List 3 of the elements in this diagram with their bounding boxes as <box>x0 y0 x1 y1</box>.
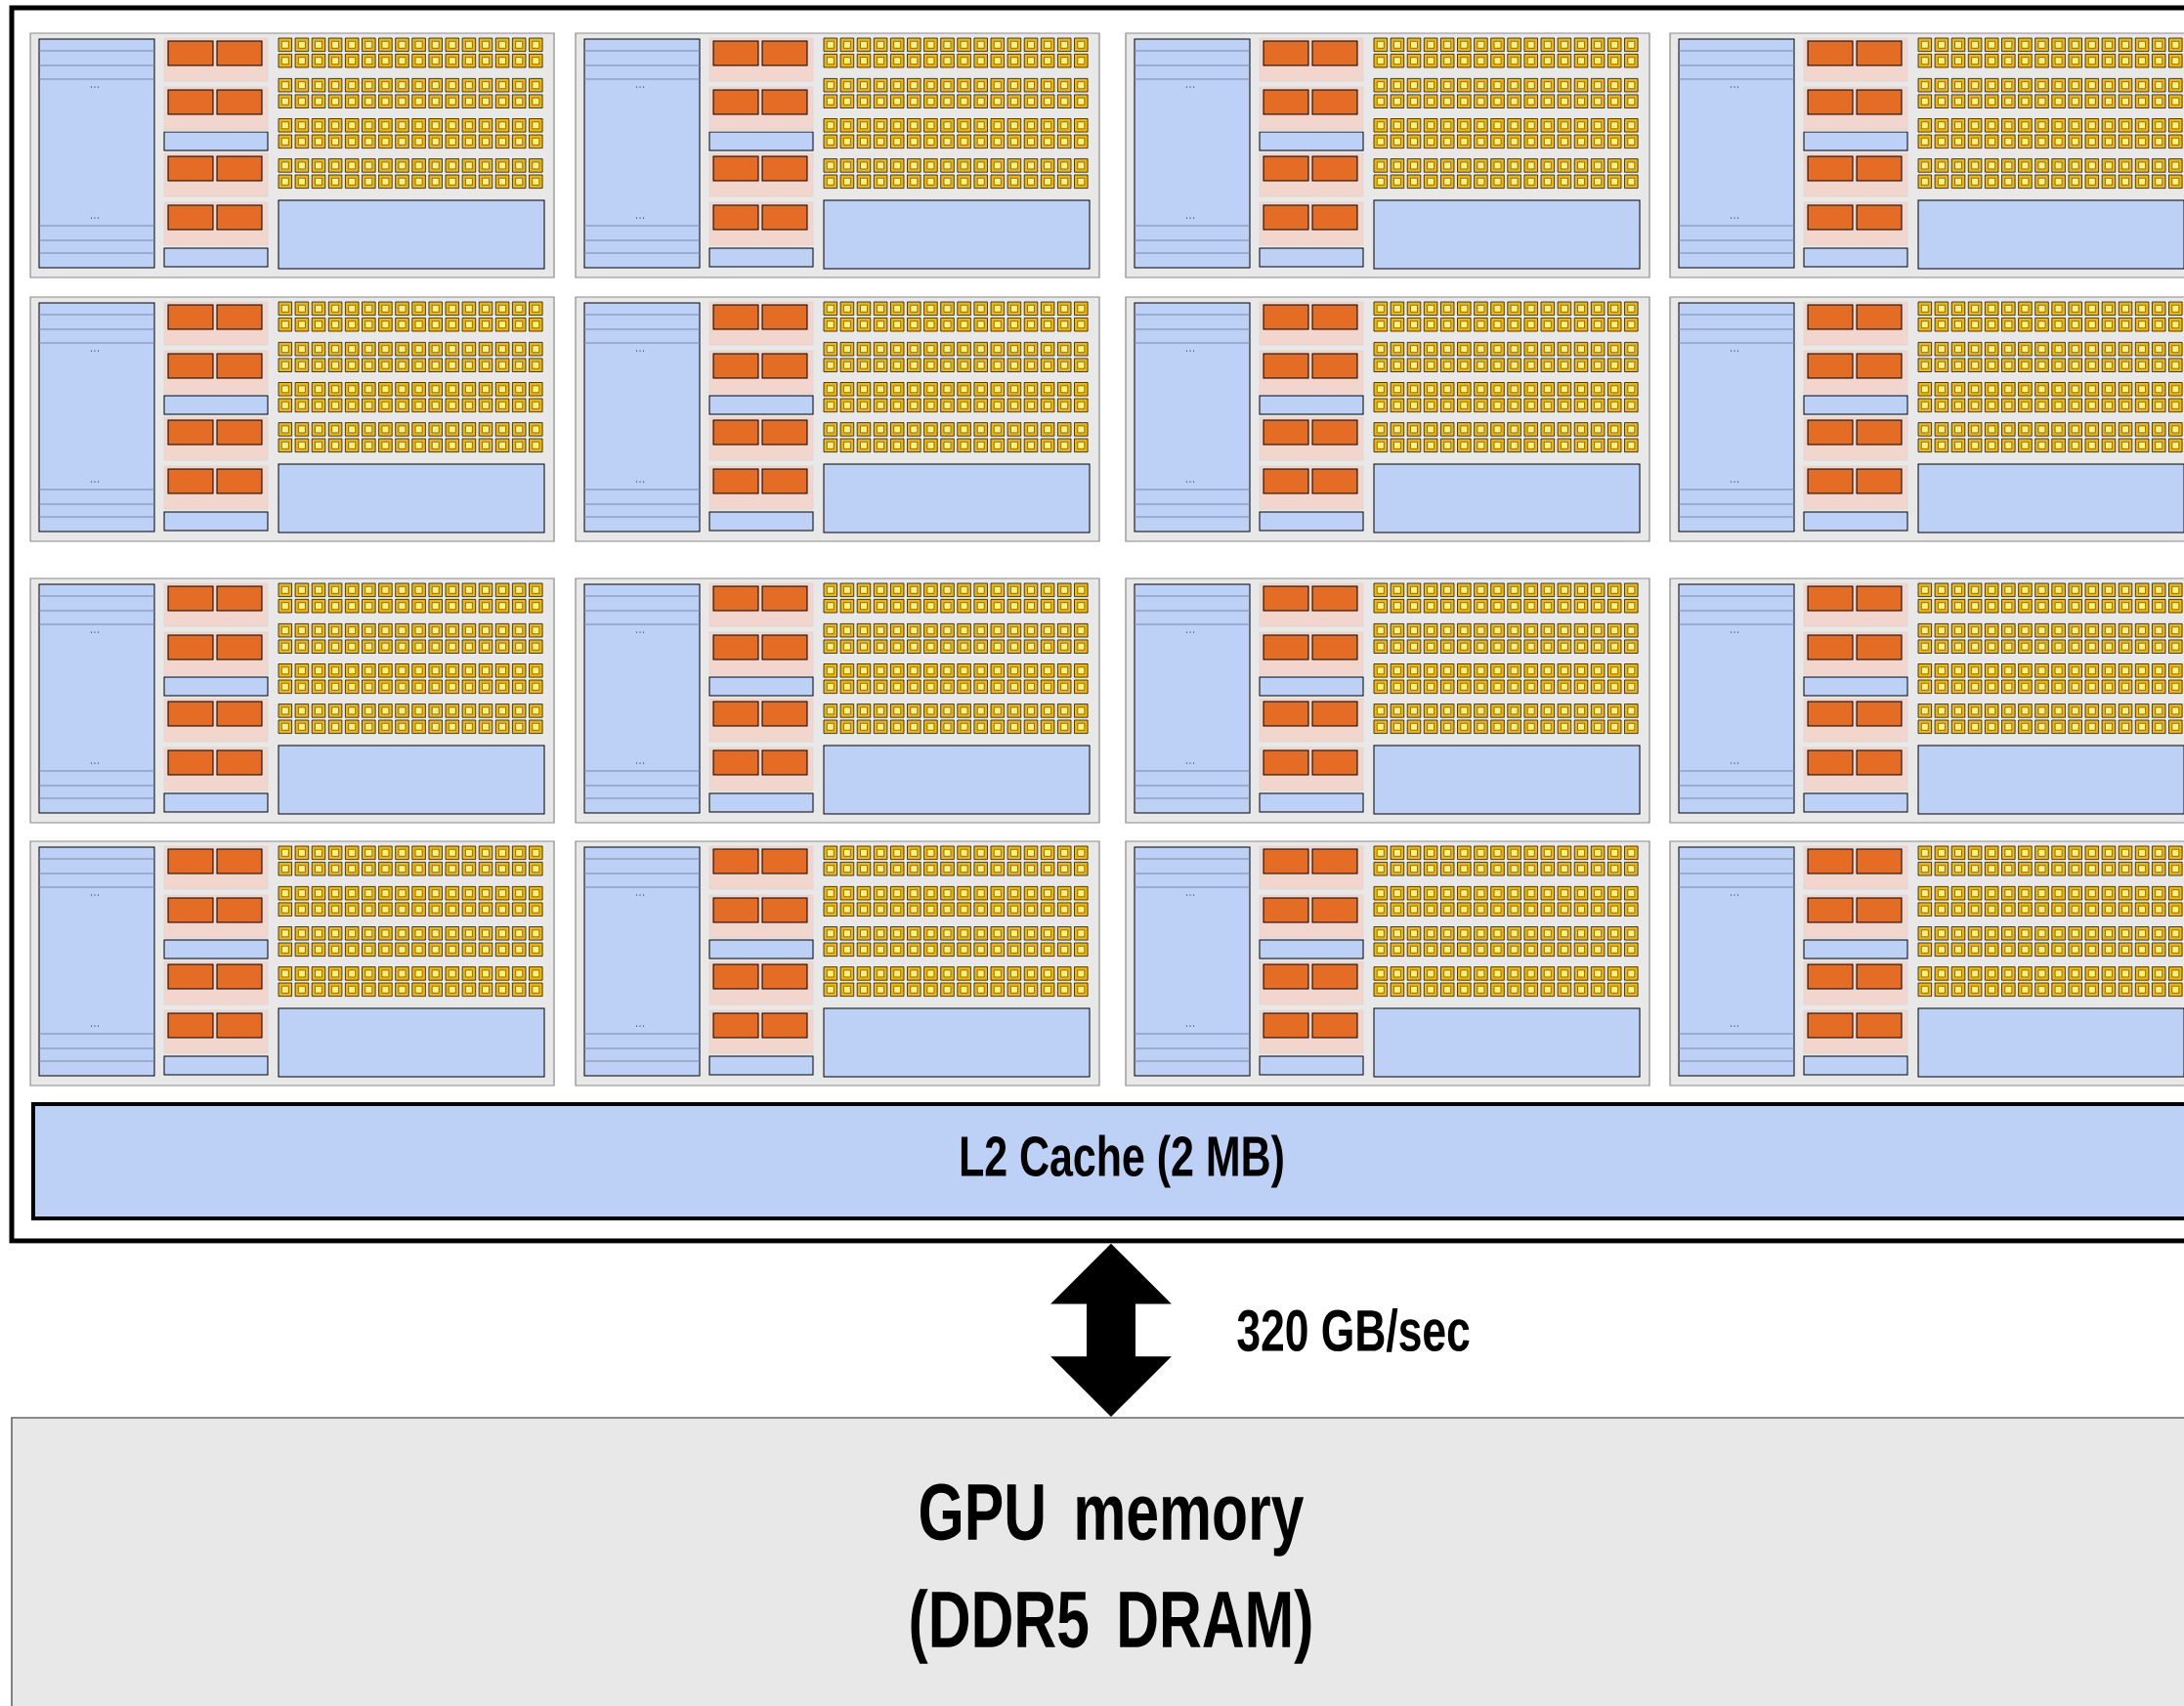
memory-box: GPU memory (DDR5 DRAM) <box>11 1417 2184 1706</box>
cache-bar: L2 Cache (2 MB) <box>31 1102 2184 1220</box>
edge-label: 320 GB/sec <box>1232 1304 1475 1356</box>
